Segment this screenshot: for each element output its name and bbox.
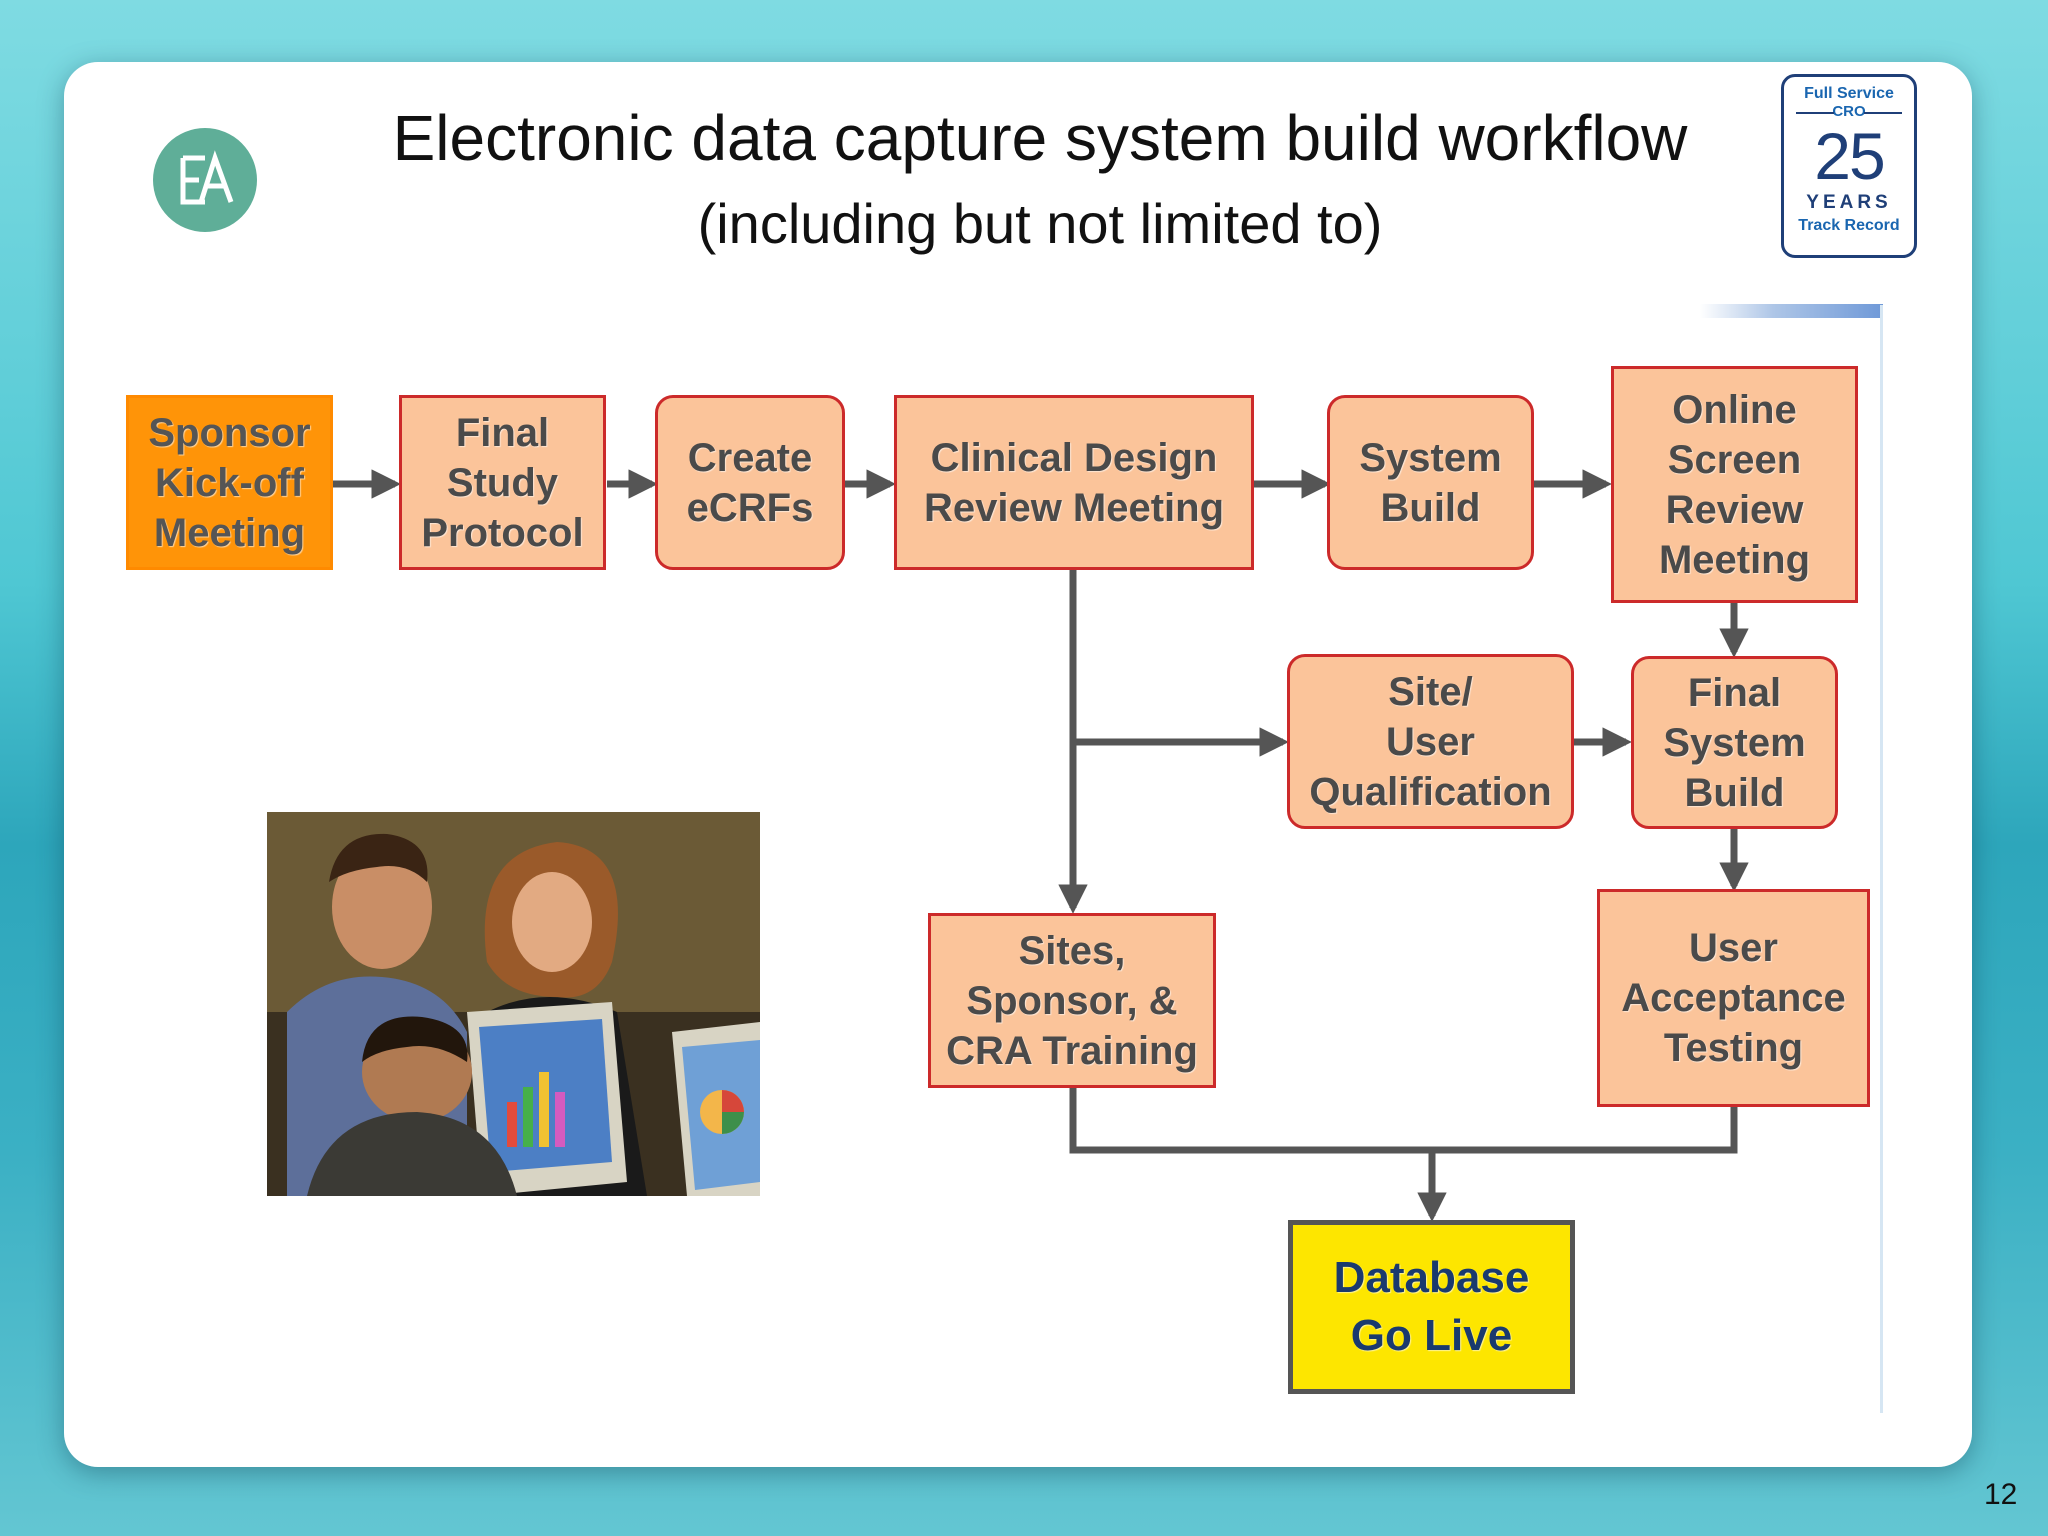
step-online-screen-review: Online Screen Review Meeting [1611,366,1858,603]
logo-mark-icon [180,150,234,205]
step-user-acceptance-testing: User Acceptance Testing [1597,889,1870,1107]
badge-number: 25 [1814,119,1885,193]
slide-subtitle: (including but not limited to) [697,192,1383,255]
page-number: 12 [1984,1478,2018,1511]
step-final-system-build: Final System Build [1631,656,1838,829]
step-create-ecrfs: Create eCRFs [655,395,845,570]
cro-badge: Full Service CRO 25 YEARS Track Record [1781,74,1917,258]
decorative-right-rule [1880,305,1883,1413]
step-clinical-design-review: Clinical Design Review Meeting [894,395,1254,570]
step-system-build: System Build [1327,395,1534,570]
badge-years: YEARS [1806,192,1892,213]
team-at-computer-illustration [267,812,760,1196]
line-training-to-merge [1069,1087,1432,1154]
step-database-go-live: Database Go Live [1288,1220,1575,1394]
badge-track-record: Track Record [1798,217,1900,234]
step-final-study-protocol: Final Study Protocol [399,395,606,570]
company-logo [153,128,257,232]
step-site-user-qualification: Site/ User Qualification [1287,654,1574,829]
badge-cro: CRO [1784,103,1914,121]
step-sponsor-kickoff: Sponsor Kick-off Meeting [126,395,333,570]
team-photo [267,812,760,1196]
line-uat-to-merge [1432,1106,1738,1154]
slide-title: Electronic data capture system build wor… [392,102,1688,174]
step-training: Sites, Sponsor, & CRA Training [928,913,1216,1088]
badge-full-service: Full Service [1804,85,1894,102]
decorative-top-rule [1700,304,1883,318]
